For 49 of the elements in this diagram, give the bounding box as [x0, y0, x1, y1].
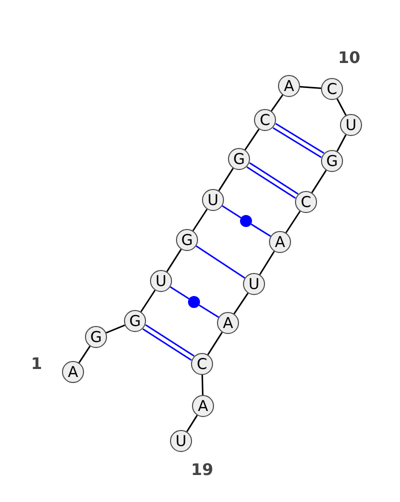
base-pair-line — [170, 286, 190, 300]
backbone-line — [106, 324, 126, 334]
backbone-line — [311, 170, 327, 194]
nucleotide-circle: C — [295, 191, 317, 213]
position-number: 10 — [338, 48, 360, 67]
base-pair-line — [250, 224, 272, 237]
nucleotide-circle: A — [192, 395, 214, 417]
backbone-line — [140, 290, 156, 312]
backbone-line — [300, 86, 322, 89]
nucleotide-circle: G — [176, 229, 198, 251]
backbone-line — [259, 250, 275, 276]
backbone-line — [192, 208, 208, 232]
nucleotide-circle: G — [85, 326, 107, 348]
backbone-line — [78, 346, 91, 364]
nucleotide-circle: A — [62, 361, 84, 383]
backbone-line — [186, 414, 198, 432]
nucleotide-circle: U — [170, 430, 192, 452]
nucleotide-circle: U — [150, 270, 172, 292]
nucleotide-circle: G — [228, 148, 250, 170]
backbone-line — [233, 292, 249, 314]
nucleotide-circle: A — [278, 75, 300, 97]
nucleotide-circle: G — [124, 310, 146, 332]
nucleotide-circle: U — [243, 273, 265, 295]
position-number: 19 — [191, 460, 214, 479]
nucleotide-circle: U — [202, 189, 224, 211]
base-pair-line — [198, 304, 220, 318]
base-pair-line — [222, 205, 242, 218]
backbone-line — [336, 134, 347, 152]
nucleotide-circle: C — [191, 353, 213, 375]
nucleotide-circle: G — [321, 150, 343, 172]
nucleotide-circle: U — [340, 114, 362, 136]
nucleotide-circle: A — [217, 312, 239, 334]
backbone-line — [166, 248, 182, 272]
nucleotide-circle: A — [269, 231, 291, 253]
base-pair-line — [196, 245, 246, 279]
backbone-line — [244, 128, 260, 150]
wobble-pair-dot — [240, 215, 252, 227]
nucleotide-circle: C — [254, 109, 276, 131]
backbone-line — [218, 168, 234, 192]
base-pair-line — [275, 122, 324, 154]
backbone-line — [207, 332, 223, 356]
backbone-line — [270, 94, 284, 112]
nucleotide-circle: C — [321, 78, 343, 100]
base-pair-line — [272, 127, 322, 158]
backbone-line — [202, 374, 204, 396]
backbone-line — [336, 98, 347, 116]
backbone-line — [285, 210, 301, 234]
wobble-pair-dot — [188, 296, 200, 308]
position-number: 1 — [31, 354, 42, 373]
